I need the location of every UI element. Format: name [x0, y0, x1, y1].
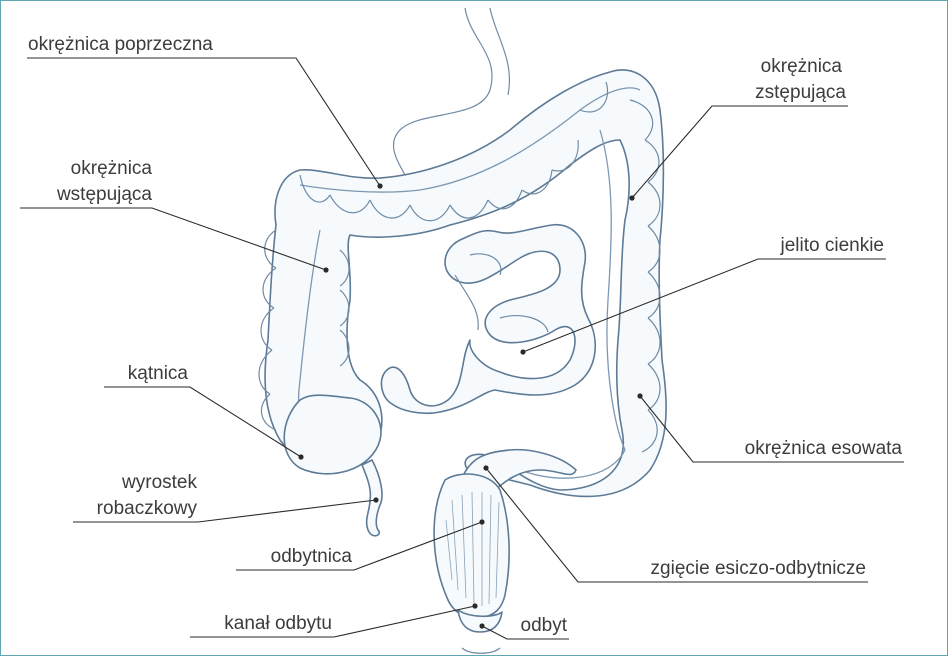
leader-dot-cecum: [298, 454, 303, 459]
leader-dot-transverse: [377, 183, 382, 188]
small-intestine: [381, 225, 595, 414]
label-appendix-line1: wyrostek: [121, 472, 197, 493]
leader-dot-sigmoid: [637, 393, 642, 398]
leader-dot-descending: [629, 195, 634, 200]
stomach-outline-inner: [490, 8, 509, 95]
label-small-intestine: jelito cienkie: [780, 235, 885, 256]
label-descending-colon-line1: okrężnica: [761, 56, 843, 77]
label-appendix-line2: robaczkowy: [97, 498, 198, 519]
label-ascending-colon-line2: wstępująca: [56, 184, 152, 205]
leader-dot-appendix: [373, 497, 378, 502]
leader-dot-rectosigmoid: [483, 465, 488, 470]
label-transverse-colon: okrężnica poprzeczna: [28, 34, 213, 55]
label-anus: odbyt: [521, 615, 568, 636]
label-rectum: odbytnica: [271, 546, 353, 567]
leader-dot-ascending: [323, 267, 328, 272]
appendix: [362, 460, 382, 536]
label-ascending-colon-line1: okrężnica: [71, 158, 153, 179]
leader-dot-anus: [479, 623, 484, 628]
label-cecum: kątnica: [128, 363, 189, 384]
leader-dot-anal-canal: [472, 603, 477, 608]
leader-dot-small-intestine: [520, 349, 525, 354]
label-anal-canal: kanał odbytu: [224, 613, 332, 634]
leader-dot-rectum: [479, 519, 484, 524]
label-descending-colon-line2: zstępująca: [755, 82, 846, 103]
anus-ring: [462, 648, 500, 653]
label-rectosigmoid-flexure: zgięcie esiczo-odbytnicze: [651, 558, 866, 579]
label-sigmoid-colon: okrężnica esowata: [745, 438, 903, 459]
leader-descending: [632, 106, 848, 198]
